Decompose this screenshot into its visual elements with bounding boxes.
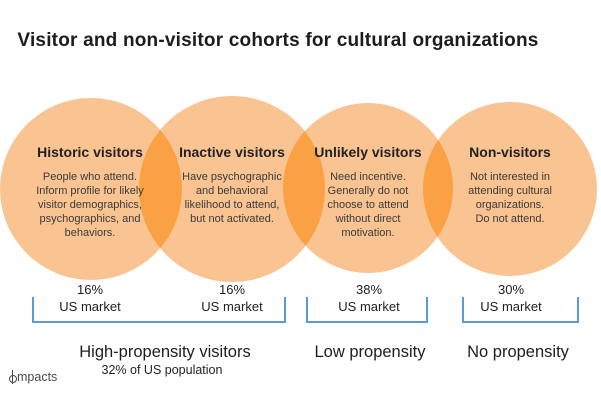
cohort-title: Non-visitors [469, 144, 551, 160]
cohort-title: Unlikely visitors [314, 144, 422, 160]
market-share-value: 16% [76, 282, 104, 297]
bracket-low-propensity [306, 297, 428, 323]
market-share-value: 38% [355, 282, 383, 297]
cohort-title: Inactive visitors [179, 144, 285, 160]
circle-non-visitors [423, 102, 597, 276]
group-label-high-propensity: High-propensity visitors [79, 343, 251, 361]
market-share-scope: US market [59, 299, 121, 314]
market-share-unlikely: 38% US market [314, 281, 424, 315]
bracket-high-propensity [32, 297, 286, 323]
market-share-value: 16% [218, 282, 246, 297]
page-title: Visitor and non-visitor cohorts for cult… [17, 29, 539, 51]
cohort-description: Need incentive. Generally do not choose … [327, 171, 409, 239]
market-share-scope: US market [201, 299, 263, 314]
cohort-description: Not interested in attending cultural org… [468, 171, 552, 225]
impacts-logo: mpacts [8, 370, 57, 385]
impacts-logo-text: mpacts [17, 370, 58, 384]
market-share-scope: US market [480, 299, 542, 314]
bracket-no-propensity [462, 297, 579, 323]
cohort-historic-visitors: Historic visitors People who attend. Inf… [15, 144, 165, 240]
market-share-scope: US market [338, 299, 400, 314]
circle-historic-visitors [0, 98, 182, 280]
cohort-unlikely-visitors: Unlikely visitors Need incentive. Genera… [293, 144, 443, 240]
group-label-low-propensity: Low propensity [314, 343, 426, 361]
cohort-title: Historic visitors [37, 144, 143, 160]
cohort-inactive-visitors: Inactive visitors Have psychographic and… [157, 144, 307, 226]
market-share-non: 30% US market [456, 281, 566, 315]
circle-unlikely-visitors [283, 103, 453, 273]
market-share-inactive: 16% US market [177, 281, 287, 315]
group-sublabel-high-propensity: 32% of US population [101, 363, 223, 377]
circle-inactive-visitors [139, 96, 325, 282]
impacts-logo-icon [8, 370, 18, 385]
cohort-description: People who attend. Inform profile for li… [36, 171, 144, 239]
market-share-value: 30% [497, 282, 525, 297]
group-label-no-propensity: No propensity [467, 343, 569, 361]
cohort-non-visitors: Non-visitors Not interested in attending… [435, 144, 585, 226]
market-share-historic: 16% US market [35, 281, 145, 315]
cohort-description: Have psychographic and behavioral likeli… [182, 171, 282, 225]
